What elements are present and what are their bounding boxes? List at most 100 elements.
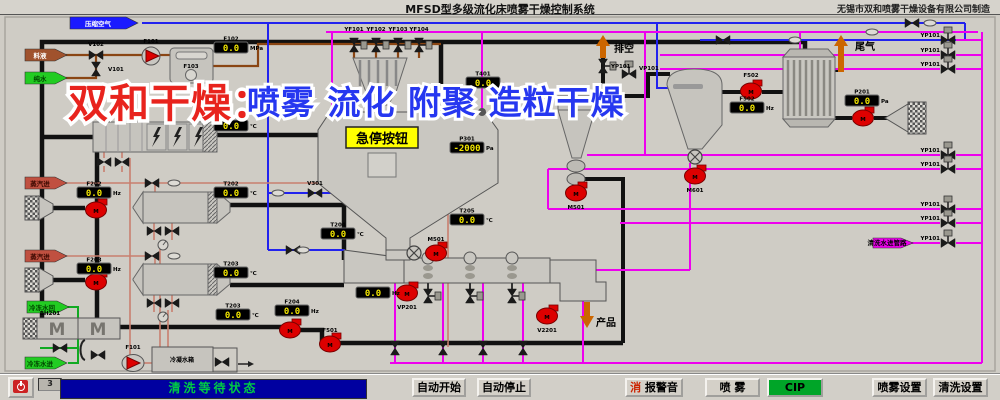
display-tag-10: T203 [225,304,240,310]
auto-stop-button[interactable]: 自动停止 [477,378,531,397]
display-unit-6: ℃ [250,190,257,197]
pump-M601-label: M601 [687,188,704,194]
display-T203-10 [215,308,251,321]
pump-F204-letter: M [287,329,292,335]
mute-alarm-rest: 报警音 [641,381,678,394]
compressed-air-arrow [69,16,139,30]
valve-YF104-label: YF104 [408,27,428,33]
display-P301-3 [449,141,485,154]
tail-gas-arrow [838,46,844,72]
display-F502-12 [729,101,765,114]
display-value-2: 0.0 [475,79,491,89]
valve-VP101-label: VP101 [639,66,659,72]
display-value-4: 0.0 [459,216,475,226]
valve-right-YP101-label-7: YP101 [920,236,941,242]
display-unit-5: ℃ [357,231,364,238]
pure-water-arrow-label: 纯水 [34,74,48,83]
display-value-0: 0.0 [223,44,239,54]
display-tag-6: T202 [223,182,238,188]
display-T201-1 [213,119,249,132]
pump-M601-letter: M [692,175,697,181]
valve-right-YP101-label-3: YP101 [920,148,941,154]
pump-VP201-letter: M [404,292,409,298]
pump-M501-chamber-letter: M [433,252,438,258]
rotary-valve-hopper[interactable] [687,149,703,165]
rotary-valve-chamber[interactable] [406,245,422,261]
valves [52,18,956,367]
display-unit-8: Hz [113,267,121,273]
display-unit-12: Hz [766,106,774,112]
pump-P201-fan[interactable] [852,109,874,127]
valve-YF103-label: YF103 [387,27,407,33]
display-tag-9: T203 [223,262,238,268]
chiller-m2: M [90,320,107,340]
steam-in-arrow-1 [24,176,68,190]
page-title: MFSD型多级流化床喷雾干燥控制系统 [405,3,595,16]
spray-settings-button[interactable]: 喷雾设置 [872,378,927,397]
valve-V102-label: V102 [88,42,104,48]
display-tag-5: T204 [330,223,345,229]
power-button[interactable] [8,377,34,398]
display-value-10: 0.0 [225,311,241,321]
pump-F502[interactable] [740,82,762,100]
display-F204-11 [274,304,310,317]
vent-arrow-label: 排空 [614,42,634,55]
pipe-fitting [167,252,181,260]
pump-fan-2[interactable] [85,201,107,219]
cip-button[interactable]: CIP [767,378,823,397]
valve-YF102-label: YF102 [365,27,385,33]
pump-VP201[interactable] [396,284,418,302]
pump-M501-chamber-label: M501 [428,237,445,243]
valve-vent-YP101-label: YP101 [610,64,631,70]
display-T203-9 [213,266,249,279]
display-tag-2: T401 [475,72,490,78]
pipe-fitting [788,36,802,44]
display-F203-8 [76,262,112,275]
display-value-12: 0.0 [739,104,755,114]
pump-M601[interactable] [684,167,706,185]
auto-start-button[interactable]: 自动开始 [412,378,466,397]
clean-settings-button[interactable]: 清洗设置 [933,378,988,397]
steam-in-arrow-1-label: 蒸汽进 [30,179,50,188]
flow-arrows [24,16,914,370]
pump-VP201-label: VP201 [397,305,417,311]
pump-F502-letter: M [748,90,753,96]
feed-liquid-arrow [24,48,68,62]
pump-F501[interactable] [319,335,341,353]
display-tag-13: P201 [854,90,870,96]
pump-M501-cyclone[interactable] [565,184,587,202]
product-arrow [584,302,590,316]
pump-M501-chamber[interactable] [425,244,447,262]
pump-V2201-label: V2201 [537,328,557,334]
display-value-13: 0.0 [854,97,870,107]
chilled-water-return-arrow [26,300,70,314]
power-icon [13,380,28,393]
chilled-water-supply-arrow-label: 冷冻水进 [27,359,54,368]
pipe-fitting [923,19,937,27]
display-T401-2 [465,76,501,89]
display-value-14: 0.0 [365,289,381,299]
chilled-water-supply-arrow [24,356,68,370]
display-value-14 [355,286,391,299]
display-unit-3: Pa [486,146,494,152]
emergency-stop-button[interactable]: 急停按钮 [345,126,419,149]
display-T204-5 [320,227,356,240]
heat-exchanger [782,56,836,120]
steam-in-arrow-2-label: 蒸汽进 [30,252,50,261]
emergency-stop-label: 急停按钮 [356,131,408,147]
pump-V2201[interactable] [536,307,558,325]
pump-F204[interactable] [279,321,301,339]
exhaust-fan [907,101,927,135]
display-tag-12: F502 [739,97,754,103]
vent-arrow [600,46,606,58]
steam-in-arrow-2 [24,249,68,263]
valve-right-YP101-label-5: YP101 [920,202,941,208]
spray-button[interactable]: 喷 雾 [705,378,760,397]
display-value-3: -2000 [453,144,480,154]
mute-alarm-button[interactable]: 消 报警音 [625,378,683,397]
pure-water-arrow [24,71,68,85]
chiller-m1: M [49,320,66,340]
pump-M501-cyclone-letter: M [573,192,578,198]
display-unit-9: ℃ [250,270,257,277]
pipe-fitting [271,189,285,197]
